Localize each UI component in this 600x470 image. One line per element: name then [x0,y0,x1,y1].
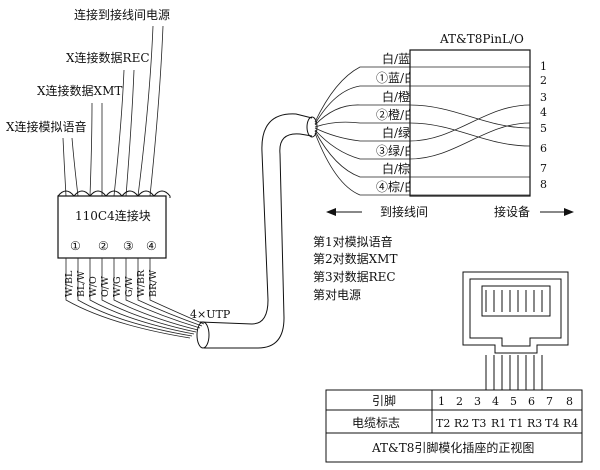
table-pin-value: 3 [474,395,481,408]
wire-label: W/BL [64,270,75,297]
pin-number: 4 [540,106,547,119]
pin-number: 5 [540,122,547,135]
pair-label: 白/橙 [382,89,410,104]
table-cable-value: T1 [509,417,523,430]
table-caption: AT&T8引脚模化插座的正视图 [371,440,534,455]
block-circle-3: ③ [123,239,134,253]
outlet-fanout-wires [314,66,410,196]
table-cable-value: T3 [472,417,486,430]
pair-label: 白/蓝 [382,51,410,66]
table-cable-value: R1 [491,417,506,430]
block-circle-2: ② [98,239,109,253]
connection-block [57,195,167,259]
wire-label: BL/W [76,271,87,297]
note-line: 第1对模拟语音 [313,234,393,249]
pin-number: 8 [540,178,547,191]
label-data-xmt: X连接数据XMT [37,83,122,98]
block-wire-labels: W/BL BL/W W/O O/W W/G G/W W/BR BR/W [64,269,159,297]
table-pin-value: 1 [438,395,445,408]
direction-arrows [326,208,574,216]
note-line: 第3对数据REC [313,269,396,284]
wire-label: W/G [112,276,123,297]
pin-number: 7 [540,162,547,175]
pin-number: 1 [540,60,547,73]
pair-label: ③绿/白 [376,143,416,158]
note-line: 第对电源 [313,288,361,302]
pair-label: 白/棕 [382,161,410,176]
table-pin-label: 引脚 [372,393,396,408]
direction-left-label: 到接线间 [380,204,428,219]
table-pin-value: 2 [456,395,463,408]
wire-label: G/W [124,276,135,297]
wire-label: W/O [88,276,99,297]
wire-label: W/BR [136,269,147,297]
jack-table [325,389,583,463]
table-pin-value: 6 [528,395,535,408]
table-cable-value: T4 [545,417,559,430]
table-cable-label: 电缆标志 [352,416,400,430]
pin-number: 6 [540,142,547,155]
label-power: 连接到接线间电源 [74,7,170,22]
right-arrow-icon [564,208,574,216]
direction-right-label: 接设备 [494,204,530,219]
pair-label: ④棕/白 [376,179,416,194]
table-cable-value: R4 [563,417,578,430]
block-title: 110C4连接块 [75,208,151,223]
table-pin-value: 7 [546,395,553,408]
pair-label: ②橙/白 [376,107,416,122]
block-bottom-wires [65,258,205,339]
pair-label: ①蓝/白 [376,70,416,85]
table-pin-value: 8 [566,395,573,408]
modular-jack [462,271,569,390]
block-top-wires [62,25,164,197]
wire-label: BR/W [148,270,159,297]
wire-label: O/W [100,276,111,297]
left-arrow-icon [326,208,336,216]
jack-contacts [485,290,543,312]
table-pin-value: 4 [492,395,499,408]
pair-label: 白/绿 [382,125,410,140]
note-line: 第2对数据XMT [313,251,397,266]
outlet-title: AT&T8PinL/O [439,32,524,46]
label-analog-voice: X连接模拟语音 [6,119,87,134]
pin-number: 3 [540,91,547,104]
block-circle-1: ① [70,239,81,253]
label-data-rec: X连接数据REC [66,50,150,65]
cable-label: 4×UTP [190,308,231,321]
outlet-internal-wires [409,66,531,196]
pin-number: 2 [540,74,547,87]
table-cable-value: R2 [454,417,469,430]
utp-cable [196,113,318,349]
block-circle-4: ④ [146,239,157,253]
table-cable-value: R3 [527,417,542,430]
table-cable-value: T2 [436,417,450,430]
table-pin-value: 5 [510,395,517,408]
